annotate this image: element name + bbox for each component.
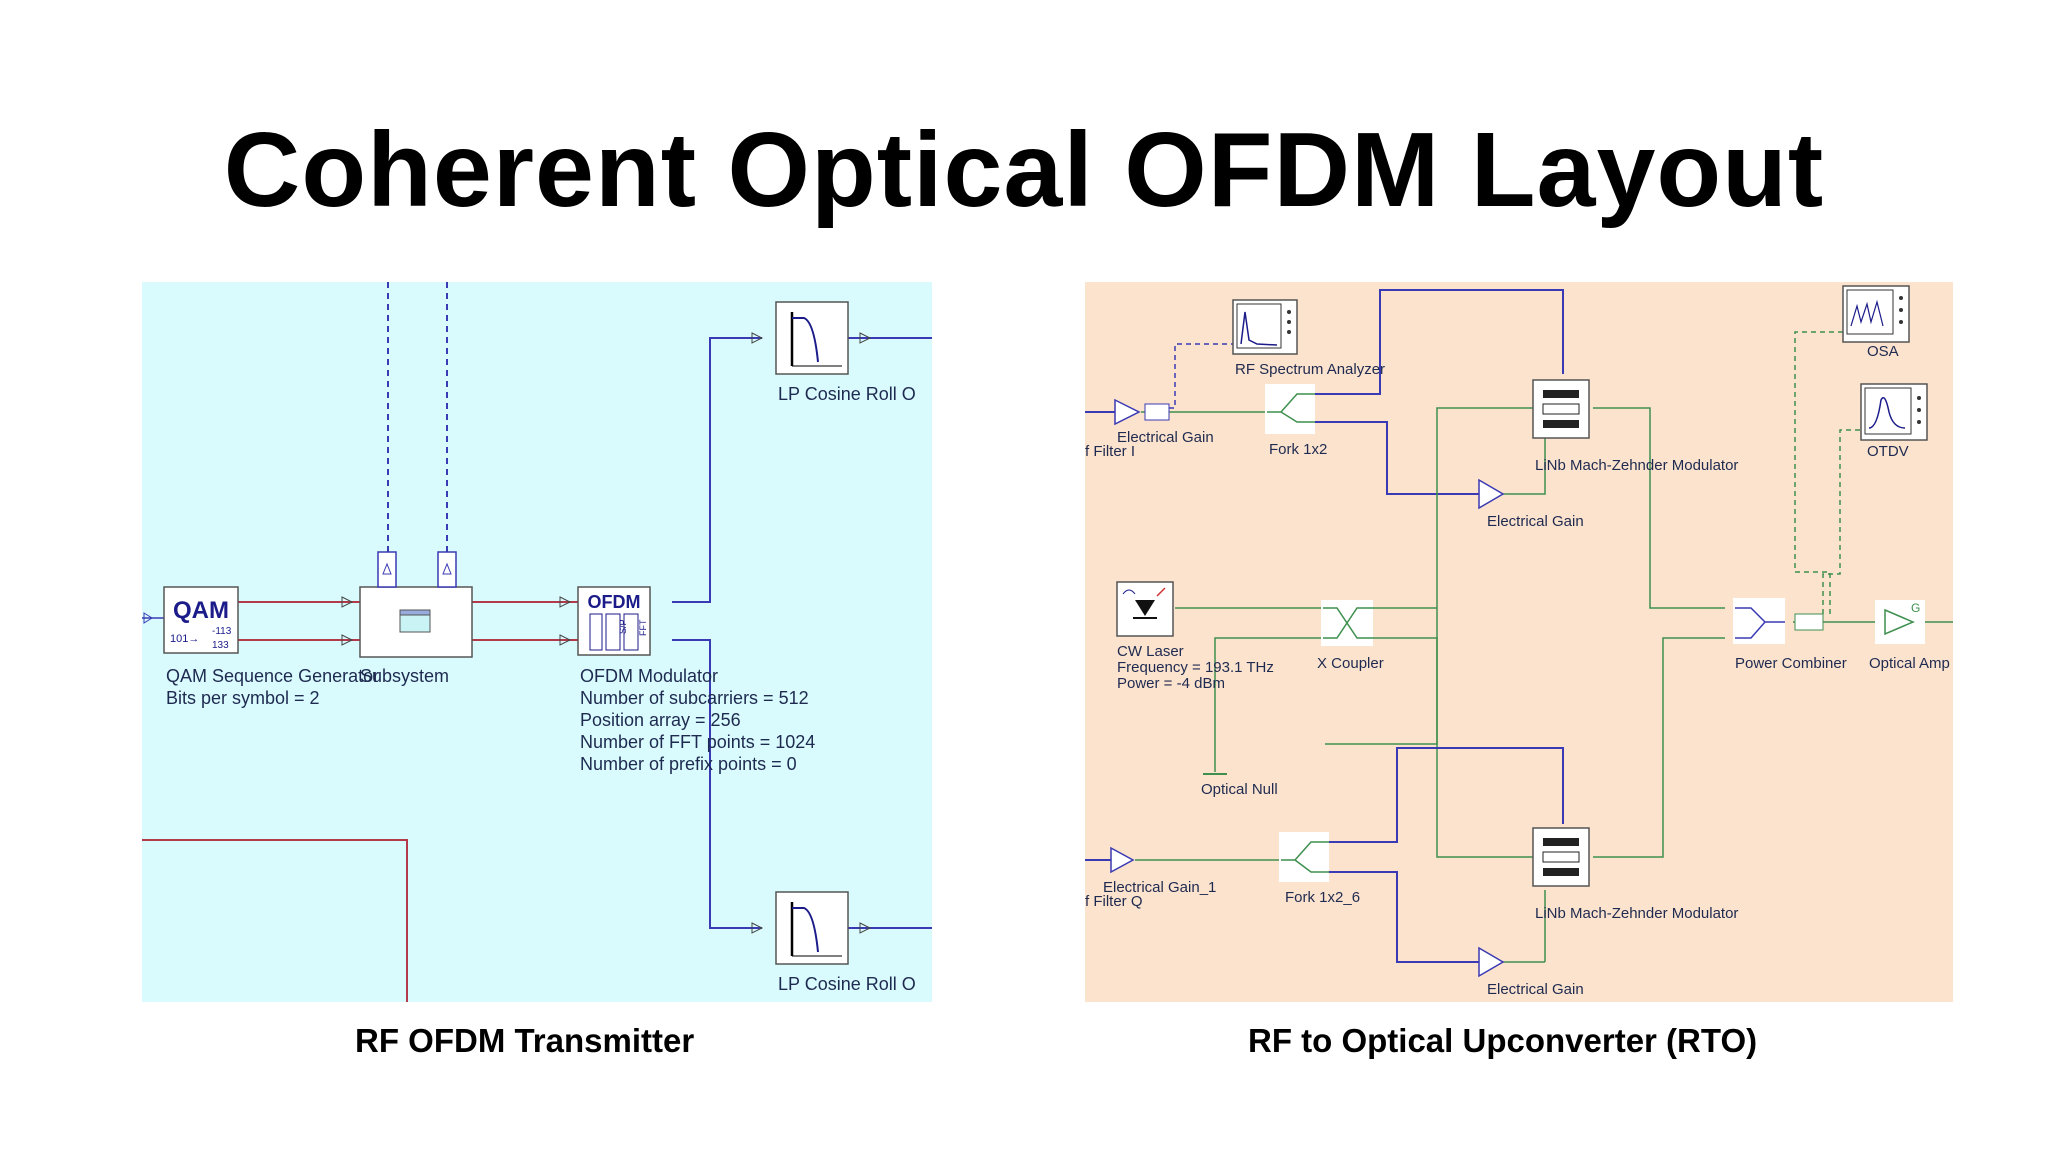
qam-sequence-generator-block: QAM 101→ -113 133	[163, 586, 239, 654]
electrical-gain-bottom-label: Electrical Gain	[1487, 981, 1584, 998]
optical-null-label: Optical Null	[1201, 781, 1278, 798]
svg-text:OFDM: OFDM	[588, 592, 641, 612]
power-combiner-block	[1733, 598, 1824, 644]
lp-filter-bottom-block	[775, 891, 849, 965]
electrical-gain-mid-block	[1478, 478, 1505, 510]
lp-filter-bottom-label: LP Cosine Roll O	[778, 974, 916, 994]
subsystem-block	[359, 551, 473, 658]
fork-bottom-label: Fork 1x2_6	[1285, 889, 1360, 906]
subsystem-label: Subsystem	[360, 666, 449, 686]
optical-amp-block: G	[1875, 600, 1925, 644]
slide-title: Coherent Optical OFDM Layout	[223, 111, 1825, 229]
mzm-top-label: LiNb Mach-Zehnder Modulator	[1535, 457, 1738, 474]
ofdm-param: Number of FFT points = 1024	[580, 732, 815, 752]
lp-filter-top-label: LP Cosine Roll O	[778, 384, 916, 404]
ofdm-param: Number of subcarriers = 512	[580, 688, 809, 708]
cw-frequency-label: Frequency = 193.1 THz	[1117, 659, 1274, 676]
ofdm-param: Position array = 256	[580, 710, 741, 730]
ofdm-modulator-block: OFDM S/P FFT	[577, 586, 651, 656]
power-combiner-label: Power Combiner	[1735, 655, 1847, 672]
electrical-gain-1-label: Electrical Gain_1	[1103, 879, 1216, 896]
rf-ofdm-transmitter-diagram: QAM 101→ -113 133 OFDM S/P FFT	[142, 282, 932, 1002]
mzm-bottom-block	[1532, 827, 1590, 887]
mzm-top-block	[1532, 379, 1590, 439]
lp-filter-top-block	[775, 301, 849, 375]
rto-diagram: G RF Spectrum Analyzer Electrical Gain f…	[1085, 282, 1953, 1002]
svg-text:QAM: QAM	[173, 597, 229, 624]
mzm-bottom-label: LiNb Mach-Zehnder Modulator	[1535, 905, 1738, 922]
qam-label: QAM Sequence Generator	[166, 666, 379, 686]
rf-spectrum-analyzer-label: RF Spectrum Analyzer	[1235, 361, 1385, 378]
osa-label: OSA	[1867, 343, 1899, 360]
svg-text:S/P: S/P	[618, 619, 628, 634]
rf-spectrum-analyzer-block	[1232, 299, 1298, 355]
filter-i-label: f Filter I	[1085, 443, 1135, 460]
electrical-gain-mid-label: Electrical Gain	[1487, 513, 1584, 530]
otdv-label: OTDV	[1867, 443, 1909, 460]
ofdm-param: Number of prefix points = 0	[580, 754, 797, 774]
svg-text:FFT: FFT	[638, 619, 648, 636]
fork-bottom-block	[1279, 832, 1329, 882]
svg-text:101→: 101→	[170, 633, 199, 645]
svg-text:-113: -113	[212, 626, 232, 637]
left-caption: RF OFDM Transmitter	[355, 1022, 695, 1059]
svg-text:133: 133	[212, 640, 229, 651]
cw-laser-label: CW Laser	[1117, 643, 1184, 660]
fork-top-label: Fork 1x2	[1269, 441, 1327, 458]
x-coupler-block	[1321, 600, 1373, 646]
optical-amp-label: Optical Amp	[1869, 655, 1950, 672]
electrical-gain-bottom-block	[1478, 946, 1505, 978]
electrical-gain-top-block	[1114, 398, 1170, 426]
cw-laser-block	[1116, 581, 1174, 637]
svg-text:G: G	[1911, 601, 1920, 615]
electrical-gain-1-block	[1110, 846, 1135, 874]
filter-q-label: f Filter Q	[1085, 893, 1143, 910]
x-coupler-label: X Coupler	[1317, 655, 1384, 672]
electrical-gain-label: Electrical Gain	[1117, 429, 1214, 446]
otdv-block	[1860, 383, 1928, 441]
qam-param: Bits per symbol = 2	[166, 688, 320, 708]
fork-top-block	[1265, 384, 1315, 434]
right-caption: RF to Optical Upconverter (RTO)	[1248, 1022, 1758, 1059]
ofdm-modulator-label: OFDM Modulator	[580, 666, 718, 686]
cw-power-label: Power = -4 dBm	[1117, 675, 1225, 692]
osa-block	[1842, 285, 1910, 343]
optical-null-block	[1203, 740, 1227, 775]
